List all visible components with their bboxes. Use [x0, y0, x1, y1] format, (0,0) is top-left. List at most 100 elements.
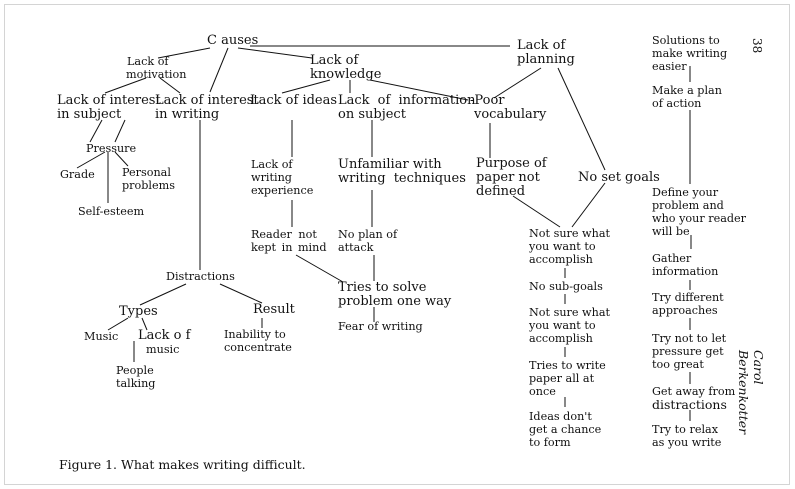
node-label: of action — [652, 97, 702, 110]
node-label: Lack o f — [138, 328, 191, 343]
node-result: Result — [253, 302, 295, 317]
node-lack-of-planning: Lack of planning — [517, 39, 575, 67]
node-solutions: Solutions to make writing easier — [652, 34, 727, 73]
node-label: problems — [122, 179, 175, 192]
node-label: Lack of — [127, 55, 169, 68]
node-label: attack — [338, 241, 374, 254]
node-label: accomplish — [529, 253, 593, 266]
node-label: Define your — [652, 186, 719, 199]
node-label: motivation — [126, 68, 187, 81]
node-label: who your reader — [652, 212, 747, 225]
node-label: Unfamiliar with — [338, 157, 442, 172]
node-label: distractions — [652, 397, 727, 412]
node-label: vocabulary — [474, 107, 547, 122]
node-label: paper all at — [529, 372, 595, 385]
node-label: Try not to let — [652, 332, 727, 345]
node-label: in subject — [57, 107, 122, 122]
node-label: People — [116, 364, 154, 377]
node-lack-of-knowledge: Lack of knowledge — [310, 54, 381, 82]
node-try-not-pressure: Try not to let pressure get too great — [652, 332, 726, 371]
node-inability-to-concentrate: Inability to concentrate — [224, 328, 292, 354]
node-label: Lack of interest — [57, 93, 161, 108]
node-label: Make a plan — [652, 84, 722, 97]
node-label: Gather — [652, 252, 692, 265]
node-label: writing techniques — [338, 171, 466, 186]
page-number: 38 — [750, 38, 764, 54]
node-label: No plan of — [338, 228, 398, 241]
page-frame — [4, 4, 790, 485]
node-reader-not-kept: Reader not kept in mind — [251, 228, 327, 254]
node-not-sure-accomplish-2: Not sure what you want to accomplish — [529, 306, 610, 345]
node-ideas-dont-form: Ideas don't get a chance to form — [529, 410, 601, 449]
node-label: problem one way — [338, 294, 452, 309]
node-no-set-goals: No set goals — [578, 170, 660, 185]
node-label: make writing — [652, 47, 728, 60]
node-label: Try different — [652, 291, 724, 304]
node-purpose-not-defined: Purpose of paper not defined — [476, 157, 547, 199]
node-label: experience — [251, 184, 314, 197]
node-self-esteem: Self-esteem — [78, 205, 145, 218]
node-unfamiliar-techniques: Unfamiliar with writing techniques — [338, 158, 466, 186]
node-label: will be — [652, 225, 690, 238]
node-label: Lack of — [310, 53, 359, 68]
node-label: Get away from — [652, 385, 736, 398]
node-make-a-plan: Make a plan of action — [652, 84, 722, 110]
node-label: information — [652, 265, 719, 278]
node-label: to form — [529, 436, 571, 449]
node-causes: C auses — [207, 33, 259, 48]
node-label: accomplish — [529, 332, 593, 345]
node-label: Try to relax — [652, 423, 718, 436]
node-tries-to-solve: Tries to solve problem one way — [338, 281, 451, 309]
node-label: talking — [116, 377, 156, 390]
node-tries-to-write-all-at-once: Tries to write paper all at once — [529, 359, 606, 398]
node-label: music — [146, 343, 180, 356]
node-label: Reader not — [251, 228, 317, 241]
node-music: Music — [84, 330, 119, 343]
node-lack-of-writing-experience: Lack of writing experience — [251, 158, 313, 197]
node-lack-of-motivation: Lack of motivation — [126, 55, 186, 81]
node-pressure: Pressure — [86, 142, 137, 155]
node-lack-of-music: Lack o f music — [138, 329, 190, 357]
node-label: defined — [476, 184, 526, 199]
node-label: concentrate — [224, 341, 292, 354]
node-try-to-relax: Try to relax as you write — [652, 423, 721, 449]
node-label: Personal — [122, 166, 171, 179]
node-label: paper not — [476, 170, 540, 185]
node-label: Lack of information — [338, 93, 476, 108]
node-lack-of-interest-writing: Lack of interest in writing — [155, 94, 259, 122]
node-label: Not sure what — [529, 306, 610, 319]
figure-caption: Figure 1. What makes writing difficult. — [59, 457, 306, 472]
node-types: Types — [119, 304, 158, 319]
node-label: knowledge — [310, 67, 382, 82]
node-label: planning — [517, 52, 575, 67]
node-label: Not sure what — [529, 227, 610, 240]
node-label: -Poor — [470, 93, 505, 108]
node-no-sub-goals: No sub-goals — [529, 280, 603, 293]
node-personal-problems: Personal problems — [122, 166, 175, 192]
node-distractions: Distractions — [166, 270, 235, 283]
node-gather-information: Gather information — [652, 252, 718, 278]
node-label: Inability to — [224, 328, 286, 341]
node-label: easier — [652, 60, 687, 73]
node-lack-of-ideas: Lack of ideas — [250, 93, 338, 108]
node-label: too great — [652, 358, 704, 371]
node-people-talking: People talking — [116, 364, 155, 390]
node-try-different-approaches: Try different approaches — [652, 291, 724, 317]
node-label: once — [529, 385, 556, 398]
node-label: Tries to write — [529, 359, 606, 372]
node-label: as you write — [652, 436, 722, 449]
node-lack-of-information: Lack of information on subject — [338, 94, 476, 122]
node-label: Purpose of — [476, 156, 547, 171]
node-no-plan-of-attack: No plan of attack — [338, 228, 397, 254]
node-fear-of-writing: Fear of writing — [338, 320, 423, 333]
node-label: you want to — [529, 319, 596, 332]
node-not-sure-accomplish-1: Not sure what you want to accomplish — [529, 227, 610, 266]
node-label: you want to — [529, 240, 596, 253]
node-label: get a chance — [529, 423, 602, 436]
node-get-away-from-distractions: Get away from distractions — [652, 385, 735, 411]
node-label: kept in mind — [251, 241, 327, 254]
node-label: Tries to solve — [338, 280, 427, 295]
node-label: Lack of — [251, 158, 293, 171]
node-define-problem: Define your problem and who your reader … — [652, 186, 746, 238]
